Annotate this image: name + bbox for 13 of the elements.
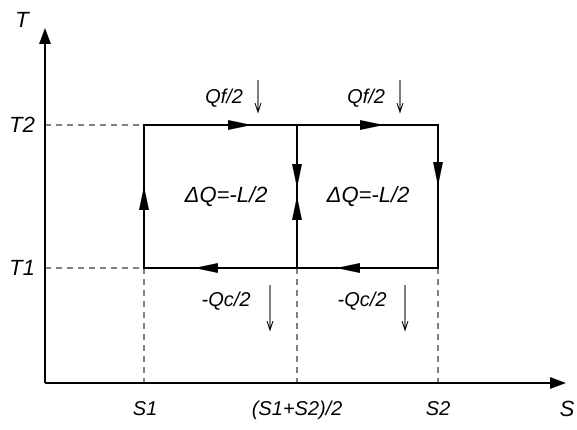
heat-label: -Qc/2: [202, 290, 250, 310]
heat-label: -Qc/2: [338, 290, 386, 310]
axis-label: S: [560, 398, 574, 420]
heat-label: Qf/2: [347, 87, 385, 107]
tick-label: (S1+S2)/2: [252, 399, 342, 419]
tick-label: S2: [426, 399, 450, 419]
heat-label: ΔQ=-L/2: [184, 184, 268, 206]
heat-label: Qf/2: [205, 87, 243, 107]
axis-label: T: [15, 9, 29, 31]
tick-label: T1: [9, 257, 35, 279]
tick-label: S1: [132, 399, 158, 419]
heat-label: ΔQ=-L/2: [326, 184, 410, 206]
tick-label: T2: [9, 114, 35, 136]
